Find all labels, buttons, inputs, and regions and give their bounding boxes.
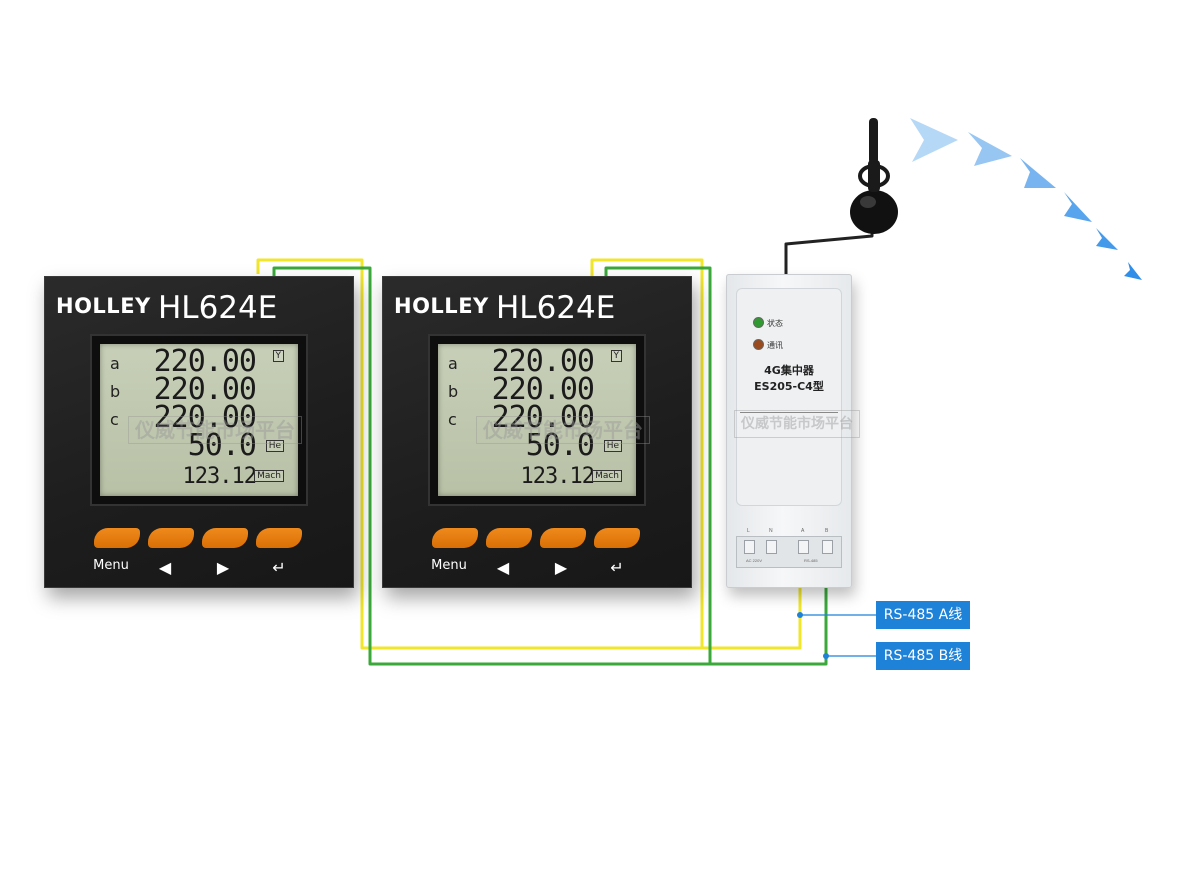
rs485-a-line-callout: RS-485 A线: [876, 601, 970, 629]
callout-b-dot: [823, 653, 829, 659]
lcd-row-label: c: [448, 410, 457, 429]
lcd-row-value: 220.00: [491, 344, 595, 379]
terminal-b: [822, 540, 833, 554]
lcd-row-label: a: [448, 354, 458, 373]
signal-arrow-4: [1064, 192, 1092, 222]
status-led-label: 状态: [767, 319, 783, 328]
lcd-row-a: a 220.00 Y: [100, 344, 298, 379]
meter-model: HL624E: [158, 290, 278, 326]
concentrator-company: [740, 412, 838, 415]
enter-key[interactable]: [594, 528, 640, 548]
watermark-logo: 仪威节能市场平台: [734, 410, 860, 438]
comm-led-icon: [754, 340, 763, 349]
lcd-unit-badge: Mach: [592, 470, 622, 482]
lcd-row-address: 123.12 Mach: [438, 462, 636, 490]
lcd-row-b: b 220.00: [100, 372, 298, 407]
green-wire-meter-2: [604, 266, 712, 664]
meter-display-bezel: a 220.00 Y b 220.00 c 220.00 50.0 He 1: [90, 334, 308, 506]
terminal-note: AC 220V: [746, 558, 763, 563]
lcd-unit-badge: He: [265, 440, 284, 452]
antenna-icon: [850, 118, 898, 234]
terminal-label: B: [825, 528, 829, 534]
terminal-label: L: [747, 528, 750, 534]
concentrator-title: 4G集中器: [764, 364, 814, 377]
menu-key-label: Menu: [93, 558, 129, 573]
right-arrow-icon: ▶: [554, 558, 568, 577]
right-key[interactable]: [540, 528, 586, 548]
signal-arrow-2: [968, 132, 1012, 166]
lcd-row-value: 220.00: [491, 400, 595, 435]
meter-brand-logo: HOLLEY: [56, 294, 151, 318]
meter-model: HL624E: [496, 290, 616, 326]
left-key[interactable]: [148, 528, 194, 548]
terminal-label: A: [801, 528, 805, 534]
lcd-row-value: 220.00: [153, 400, 257, 435]
lcd-row-label: a: [110, 354, 120, 373]
terminal-a: [798, 540, 809, 554]
yellow-wire-meter-2: [590, 258, 704, 648]
signal-arrow-1: [910, 118, 958, 162]
concentrator-front-panel: 状态 通讯 4G集中器 ES205-C4型: [736, 288, 842, 506]
comm-led-label: 通讯: [767, 341, 783, 350]
terminal-note: RS-485: [804, 558, 818, 563]
lcd-unit-badge: Y: [272, 350, 284, 362]
meter-brand-logo: HOLLEY: [394, 294, 489, 318]
enter-icon: ↵: [272, 558, 286, 577]
lcd-row-value: 50.0: [525, 428, 595, 463]
terminal-label: N: [769, 528, 773, 534]
lcd-row-a: a 220.00 Y: [438, 344, 636, 379]
menu-key[interactable]: [432, 528, 478, 548]
lcd-unit-badge: He: [603, 440, 622, 452]
meter-lcd-display: a 220.00 Y b 220.00 c 220.00 50.0 He 1: [438, 344, 636, 496]
watermark-logo: 仪威节能市场平台: [128, 416, 302, 444]
right-key[interactable]: [202, 528, 248, 548]
terminal-l: [744, 540, 755, 554]
green-wire-meter-1: [272, 266, 828, 666]
watermark-logo: 仪威节能市场平台: [476, 416, 650, 444]
terminal-block: L N A B AC 220V RS-485: [736, 528, 842, 568]
lcd-row-value: 220.00: [491, 372, 595, 407]
lcd-unit-badge: Mach: [254, 470, 284, 482]
signal-arrows-icon: [910, 118, 1142, 280]
lcd-row-c: c 220.00: [100, 400, 298, 435]
enter-key[interactable]: [256, 528, 302, 548]
signal-arrow-5: [1096, 228, 1118, 250]
signal-arrow-6: [1124, 262, 1142, 280]
meter-lcd-display: a 220.00 Y b 220.00 c 220.00 50.0 He 1: [100, 344, 298, 496]
4g-concentrator: 状态 通讯 4G集中器 ES205-C4型 L N A B AC 220V RS…: [726, 274, 852, 588]
status-led-icon: [754, 318, 763, 327]
yellow-wire-meter-1: [256, 258, 802, 650]
signal-arrow-3: [1020, 158, 1056, 188]
callout-a-dot: [797, 612, 803, 618]
left-arrow-icon: ◀: [496, 558, 510, 577]
lcd-row-value: 123.12: [520, 464, 595, 489]
lcd-row-label: c: [110, 410, 119, 429]
lcd-row-frequency: 50.0 He: [100, 428, 298, 463]
lcd-row-label: b: [110, 382, 121, 401]
power-meter-1: HOLLEY HL624E a 220.00 Y b 220.00 c 220.…: [44, 276, 354, 588]
left-arrow-icon: ◀: [158, 558, 172, 577]
power-meter-2: HOLLEY HL624E a 220.00 Y b 220.00 c 220.…: [382, 276, 692, 588]
menu-key[interactable]: [94, 528, 140, 548]
lcd-row-address: 123.12 Mach: [100, 462, 298, 490]
lcd-unit-badge: Y: [610, 350, 622, 362]
lcd-row-value: 220.00: [153, 372, 257, 407]
lcd-row-frequency: 50.0 He: [438, 428, 636, 463]
rs485-b-line-callout: RS-485 B线: [876, 642, 970, 670]
left-key[interactable]: [486, 528, 532, 548]
menu-key-label: Menu: [431, 558, 467, 573]
lcd-row-b: b 220.00: [438, 372, 636, 407]
lcd-row-c: c 220.00: [438, 400, 636, 435]
lcd-row-value: 220.00: [153, 344, 257, 379]
lcd-row-label: b: [448, 382, 459, 401]
lcd-row-value: 123.12: [182, 464, 257, 489]
enter-icon: ↵: [610, 558, 624, 577]
concentrator-model: ES205-C4型: [754, 380, 824, 393]
right-arrow-icon: ▶: [216, 558, 230, 577]
meter-display-bezel: a 220.00 Y b 220.00 c 220.00 50.0 He 1: [428, 334, 646, 506]
lcd-row-value: 50.0: [187, 428, 257, 463]
terminal-n: [766, 540, 777, 554]
